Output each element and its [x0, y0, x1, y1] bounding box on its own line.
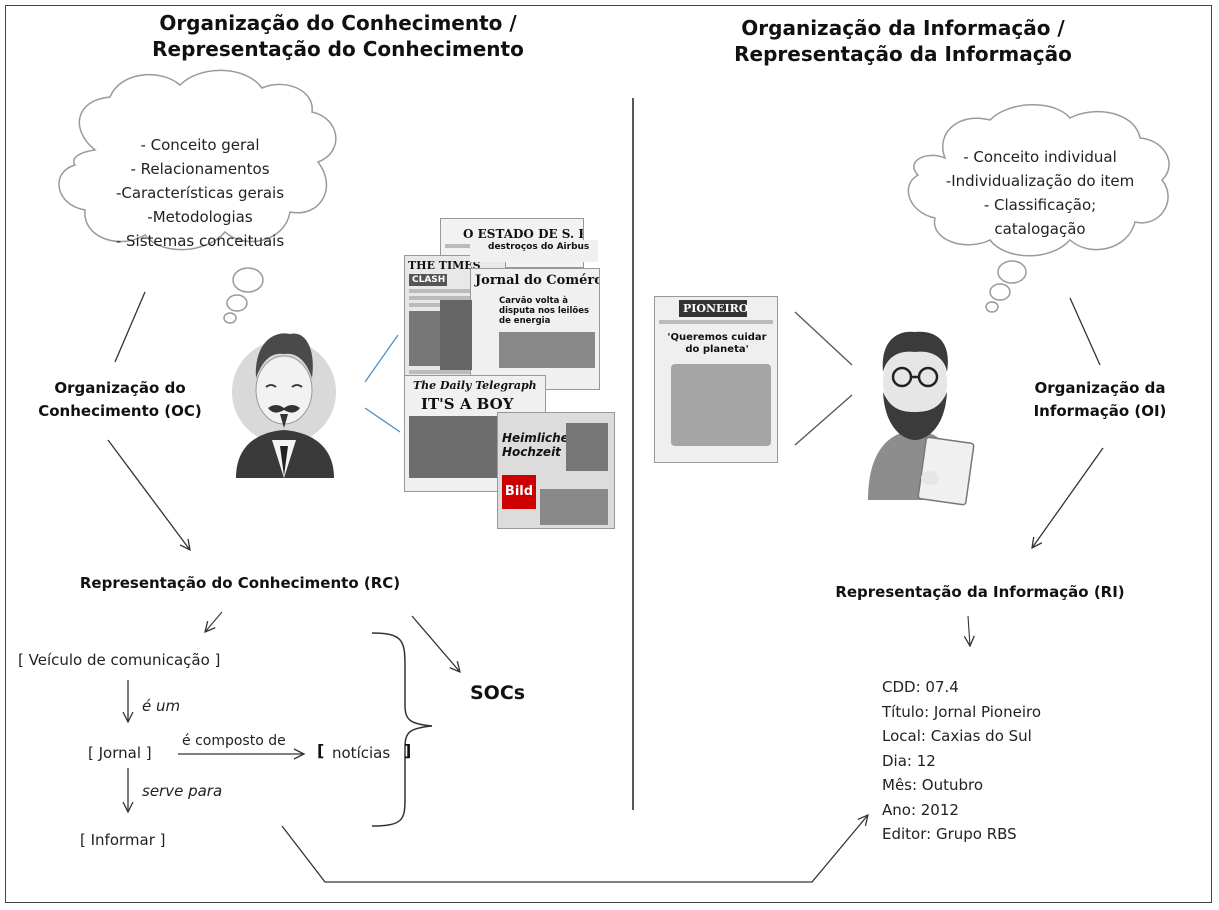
cloud-to-oc-line	[114, 291, 146, 363]
concept-serve-para: serve para	[142, 782, 223, 800]
left-cloud-text: - Conceito geral - Relacionamentos -Cara…	[90, 133, 310, 253]
concept-noticias: notícias	[332, 744, 391, 762]
record-line: Ano: 2012	[882, 800, 959, 819]
concept-composto: é composto de	[182, 733, 286, 749]
pioneiro-to-person-line-2	[794, 394, 853, 446]
record-line: CDD: 07.4	[882, 678, 959, 696]
record-line: Local: Caxias do Sul	[882, 727, 1032, 745]
newspaper-telegraph-headline: IT'S A BOY	[421, 395, 514, 413]
oc-label-line: Organização do	[54, 379, 186, 397]
right-header: Organização da Informação / Representaçã…	[712, 15, 1094, 67]
newspaper-bild-logo: Bild	[502, 475, 536, 509]
ri-to-record-arrow	[968, 615, 970, 646]
right-header-line2: Representação da Informação	[734, 42, 1072, 66]
concept-e-um: é um	[142, 697, 181, 715]
bibliographic-record: CDD: 07.4 Título: Jornal Pioneiro Local:…	[882, 675, 1041, 847]
pioneiro-to-person-line-1	[794, 311, 853, 366]
left-thought-cloud	[58, 69, 337, 324]
oi-label-line: Organização da	[1034, 379, 1166, 397]
diagram-frame	[5, 5, 1212, 903]
oi-label-line: Informação (OI)	[1033, 402, 1167, 420]
rc-to-socs-arrow	[411, 615, 460, 672]
left-cloud-item: -Metodologias	[147, 208, 253, 226]
right-cloud-item: - Classificação;	[983, 196, 1097, 214]
person-to-paper-line-2	[364, 407, 401, 433]
newspaper-comercio-headline: Carvão volta à disputa nos leilões de en…	[499, 296, 590, 326]
record-line: Título: Jornal Pioneiro	[882, 702, 1042, 721]
newspaper-times-photo	[440, 300, 472, 370]
right-person-illustration	[868, 331, 975, 506]
left-header: Organização do Conhecimento / Representa…	[140, 10, 536, 62]
concept-informar: [ Informar ]	[80, 831, 166, 849]
left-cloud-item: - Sistemas conceituais	[115, 232, 285, 250]
left-cloud-item: - Conceito geral	[140, 136, 260, 154]
right-cloud-item: catalogação	[994, 220, 1086, 238]
socs-label: SOCs	[470, 682, 526, 704]
newspaper-pioneiro-headline: 'Queremos cuidar do planeta'	[667, 332, 767, 355]
concept-noticias-open: [	[317, 741, 325, 760]
ri-label: Representação da Informação (RI)	[835, 583, 1125, 601]
newspaper-comercio-masthead: Jornal do Comércio	[475, 273, 599, 288]
right-header-line1: Organização da Informação /	[741, 16, 1065, 40]
rc-label: Representação do Conhecimento (RC)	[79, 574, 401, 592]
newspaper-bild-headline: Heimliche Hochzeit	[502, 431, 569, 459]
concept-veiculo: [ Veículo de comunicação ]	[18, 651, 221, 669]
cloud-to-oi-line	[1069, 297, 1101, 366]
newspaper-pioneiro-masthead: PIONEIRO	[679, 300, 748, 317]
informar-to-record-arrow	[281, 815, 868, 883]
oc-to-rc-arrow	[107, 439, 190, 550]
left-header-line1: Organização do Conhecimento /	[159, 11, 517, 35]
newspaper-times-masthead: THE TIMES	[408, 259, 481, 272]
left-cloud-item: -Características gerais	[115, 184, 285, 202]
newspaper-pioneiro: PIONEIRO 'Queremos cuidar do planeta'	[654, 296, 778, 463]
right-cloud-item: -Individualização do item	[945, 172, 1135, 190]
person-to-paper-line-1	[364, 334, 399, 383]
left-header-line2: Representação do Conhecimento	[152, 37, 524, 61]
rc-to-veiculo-arrow	[205, 611, 223, 632]
newspaper-bild: Heimliche Hochzeit Bild	[497, 412, 615, 529]
oc-label-line: Conhecimento (OC)	[38, 402, 202, 420]
oc-label: Organização do Conhecimento (OC)	[30, 377, 210, 423]
right-cloud-text: - Conceito individual -Individualização …	[930, 145, 1150, 241]
record-line: Mês: Outubro	[882, 776, 984, 794]
concept-noticias-close: ]	[404, 741, 412, 760]
record-line: Editor: Grupo RBS	[882, 825, 1017, 843]
newspaper-estado-subhead: destroços do Airbus	[470, 240, 598, 262]
right-cloud-item: - Conceito individual	[963, 148, 1117, 166]
record-line: Dia: 12	[882, 751, 936, 770]
right-thought-cloud	[907, 104, 1170, 313]
newspaper-estado-masthead: O ESTADO DE S. PAULO	[463, 227, 583, 241]
socs-brace	[371, 632, 433, 827]
concept-jornal: [ Jornal ]	[88, 744, 152, 762]
left-person-illustration	[232, 333, 336, 478]
newspaper-times-headline: CLASH	[409, 274, 447, 286]
newspaper-estado-subhead-text: destroços do Airbus	[488, 242, 590, 252]
oi-label: Organização da Informação (OI)	[1005, 377, 1195, 423]
oi-to-ri-arrow	[1032, 447, 1104, 548]
left-cloud-item: - Relacionamentos	[130, 160, 270, 178]
newspaper-comercio: Jornal do Comércio Carvão volta à disput…	[470, 268, 600, 390]
newspaper-telegraph-masthead: The Daily Telegraph	[413, 379, 537, 392]
